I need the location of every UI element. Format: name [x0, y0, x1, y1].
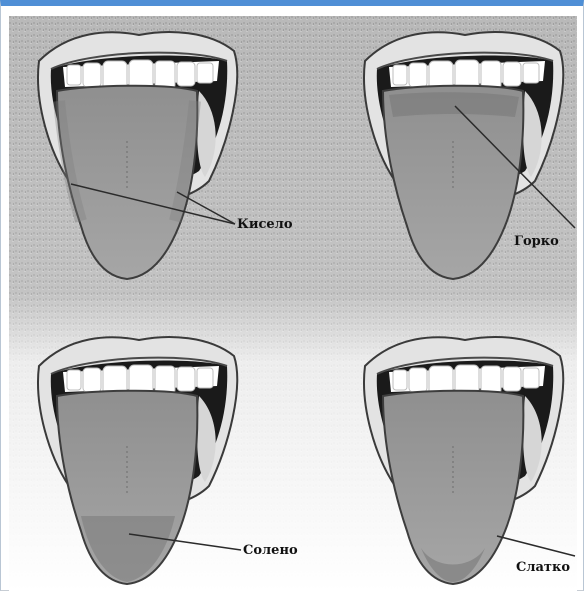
label-sour: Кисело [237, 217, 293, 232]
taste-map-diagram: Кисело Горко Солено [9, 16, 577, 592]
figure-canvas: Кисело Горко Солено [9, 16, 577, 592]
label-salty: Солено [243, 543, 298, 558]
label-sweet: Слатко [516, 560, 570, 575]
label-bitter: Горко [514, 234, 559, 249]
